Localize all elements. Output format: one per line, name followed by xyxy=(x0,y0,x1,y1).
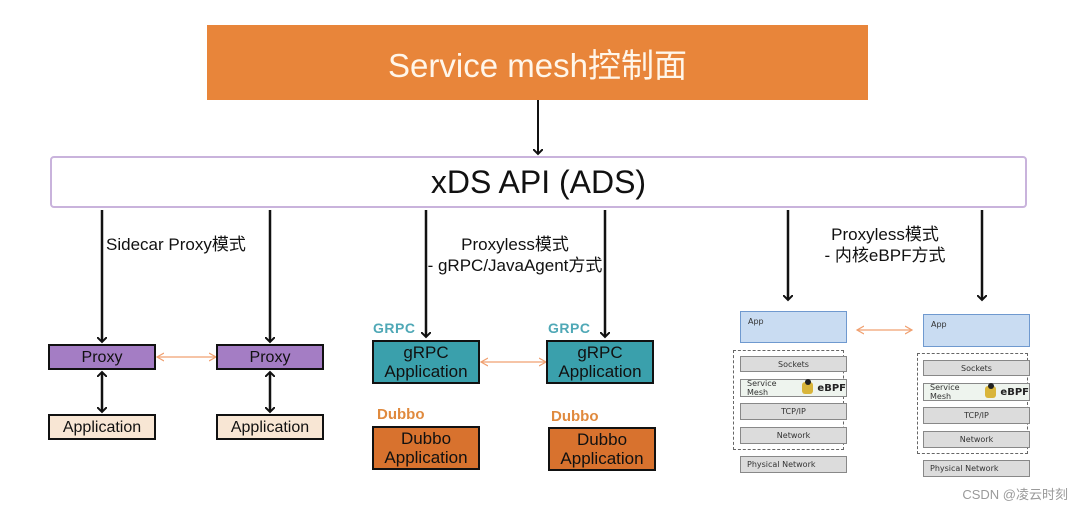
ebpf-bee-icon xyxy=(801,379,814,394)
ebpf-logo-1: eBPF xyxy=(817,382,846,394)
sockets-layer-1: Sockets xyxy=(740,356,847,372)
grpc-logo-2: GRPC xyxy=(548,320,591,336)
sidecar-mode-label: Sidecar Proxy模式 xyxy=(106,234,246,255)
kernel-dashed-region-2 xyxy=(917,353,1028,454)
network-layer-2: Network xyxy=(923,431,1030,448)
tcpip-layer-1: TCP/IP xyxy=(740,403,847,420)
ebpf-logo-2: eBPF xyxy=(1000,386,1029,398)
control-plane-box: Service mesh控制面 xyxy=(207,25,868,100)
proxy-box-2: Proxy xyxy=(216,344,324,370)
tcpip-layer-2: TCP/IP xyxy=(923,407,1030,424)
xds-api-bar: xDS API (ADS) xyxy=(50,156,1027,208)
proxyless-ebpf-line2: - 内核eBPF方式 xyxy=(824,246,946,265)
sockets-layer-2: Sockets xyxy=(923,360,1030,376)
application-box-1: Application xyxy=(48,414,156,440)
physical-network-layer-1: Physical Network xyxy=(740,456,847,473)
service-mesh-layer-2: Service Mesh eBPF xyxy=(923,383,1030,401)
kernel-dashed-region-1 xyxy=(733,350,844,450)
control-plane-label: Service mesh控制面 xyxy=(388,46,687,84)
proxy-box-1: Proxy xyxy=(48,344,156,370)
physical-network-layer-2: Physical Network xyxy=(923,460,1030,477)
ebpf-app-box-2: App xyxy=(923,314,1030,347)
proxyless-grpc-line2: - gRPC/JavaAgent方式 xyxy=(427,256,603,275)
grpc-logo-1: GRPC xyxy=(373,320,416,336)
dubbo-logo-2: Dubbo xyxy=(551,408,599,425)
ebpf-app-box-1: App xyxy=(740,311,847,343)
ebpf-bee-icon xyxy=(984,383,997,398)
proxyless-ebpf-line1: Proxyless模式 xyxy=(831,225,939,244)
service-mesh-label-2: Service Mesh xyxy=(930,383,960,401)
service-mesh-layer-1: Service Mesh eBPF xyxy=(740,379,847,397)
proxyless-grpc-mode-label: Proxyless模式 - gRPC/JavaAgent方式 xyxy=(415,234,615,276)
service-mesh-label-1: Service Mesh xyxy=(747,379,777,397)
xds-api-label: xDS API (ADS) xyxy=(430,163,647,200)
application-box-2: Application xyxy=(216,414,324,440)
proxyless-ebpf-mode-label: Proxyless模式 - 内核eBPF方式 xyxy=(795,224,975,266)
proxyless-grpc-line1: Proxyless模式 xyxy=(461,235,569,254)
dubbo-logo-1: Dubbo xyxy=(377,406,425,423)
network-layer-1: Network xyxy=(740,427,847,444)
watermark: CSDN @凌云时刻 xyxy=(962,487,1068,502)
